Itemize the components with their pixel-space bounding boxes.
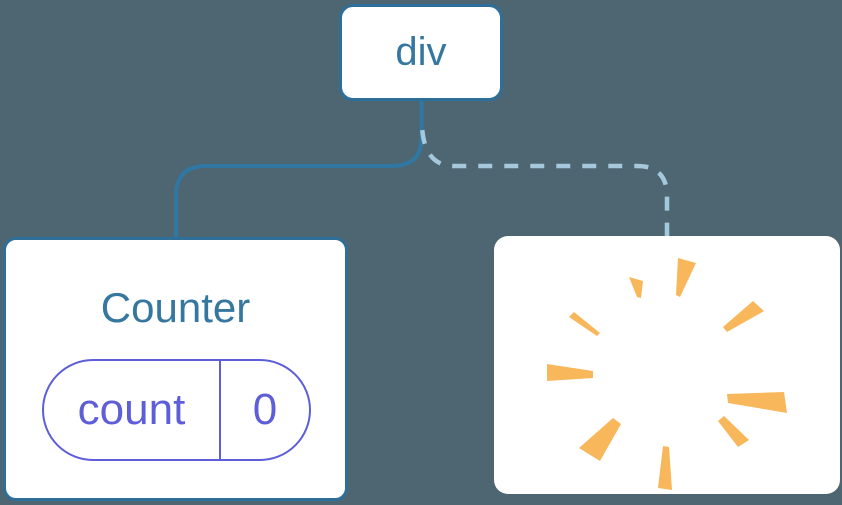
poof-ray	[569, 312, 600, 336]
poof-ray	[547, 364, 593, 381]
poof-ray	[676, 258, 696, 297]
pill-divider	[219, 361, 221, 459]
state-pill: count 0	[42, 359, 311, 461]
state-key-label: count	[77, 385, 186, 434]
tree-node-counter: Counter count 0	[3, 237, 348, 501]
tree-node-poof	[494, 236, 840, 494]
poof-ray	[718, 416, 749, 447]
edge-div-to-poof	[419, 125, 670, 236]
poof-ray	[727, 392, 787, 413]
div-node-label: div	[395, 30, 447, 74]
poof-ray	[579, 418, 621, 461]
tree-node-div: div	[339, 4, 503, 101]
state-value: 0	[252, 385, 278, 434]
poof-ray	[629, 277, 643, 298]
edge-div-to-counter	[174, 100, 424, 239]
poof-ray	[658, 446, 672, 490]
counter-title: Counter	[100, 284, 251, 331]
poof-ray	[723, 301, 764, 332]
starburst-poof-icon	[547, 258, 787, 490]
